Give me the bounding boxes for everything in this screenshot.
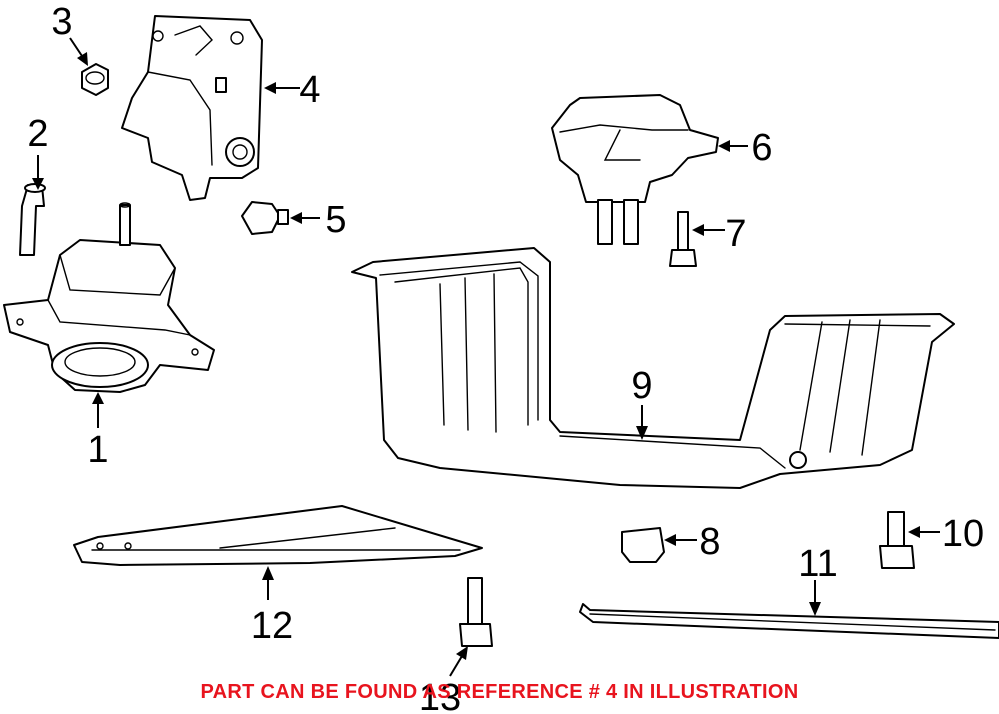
part-bolt-2[interactable] — [19, 183, 46, 256]
callout-2: 2 — [27, 113, 48, 155]
part-nut-3[interactable] — [81, 63, 109, 96]
part-stud-10[interactable] — [879, 511, 915, 569]
part-bolt-7[interactable] — [669, 211, 697, 267]
callout-5: 5 — [325, 199, 346, 241]
callout-leaders — [32, 37, 940, 677]
callout-8: 8 — [699, 521, 720, 563]
callout-1: 1 — [87, 429, 108, 471]
callout-7: 7 — [725, 213, 746, 255]
part-plate-12[interactable] — [73, 505, 483, 566]
callout-3: 3 — [51, 1, 72, 43]
part-nut-8[interactable] — [621, 527, 665, 563]
part-crossmember-9[interactable] — [351, 247, 955, 489]
part-rail-11[interactable] — [579, 603, 999, 639]
callout-10: 10 — [942, 513, 984, 555]
part-engine-mount[interactable] — [3, 202, 215, 393]
callout-13: 13 — [419, 677, 461, 714]
callout-9: 9 — [631, 365, 652, 407]
part-trans-mount-6[interactable] — [551, 94, 719, 245]
callout-12: 12 — [251, 605, 293, 647]
part-bracket-4[interactable] — [121, 15, 263, 201]
callout-11: 11 — [798, 543, 837, 585]
part-bolt-13[interactable] — [459, 577, 493, 647]
callout-6: 6 — [751, 127, 772, 169]
callout-4: 4 — [299, 69, 320, 111]
reference-note: PART CAN BE FOUND AS REFERENCE # 4 IN IL… — [200, 681, 799, 703]
part-bolt-5[interactable] — [241, 201, 289, 235]
